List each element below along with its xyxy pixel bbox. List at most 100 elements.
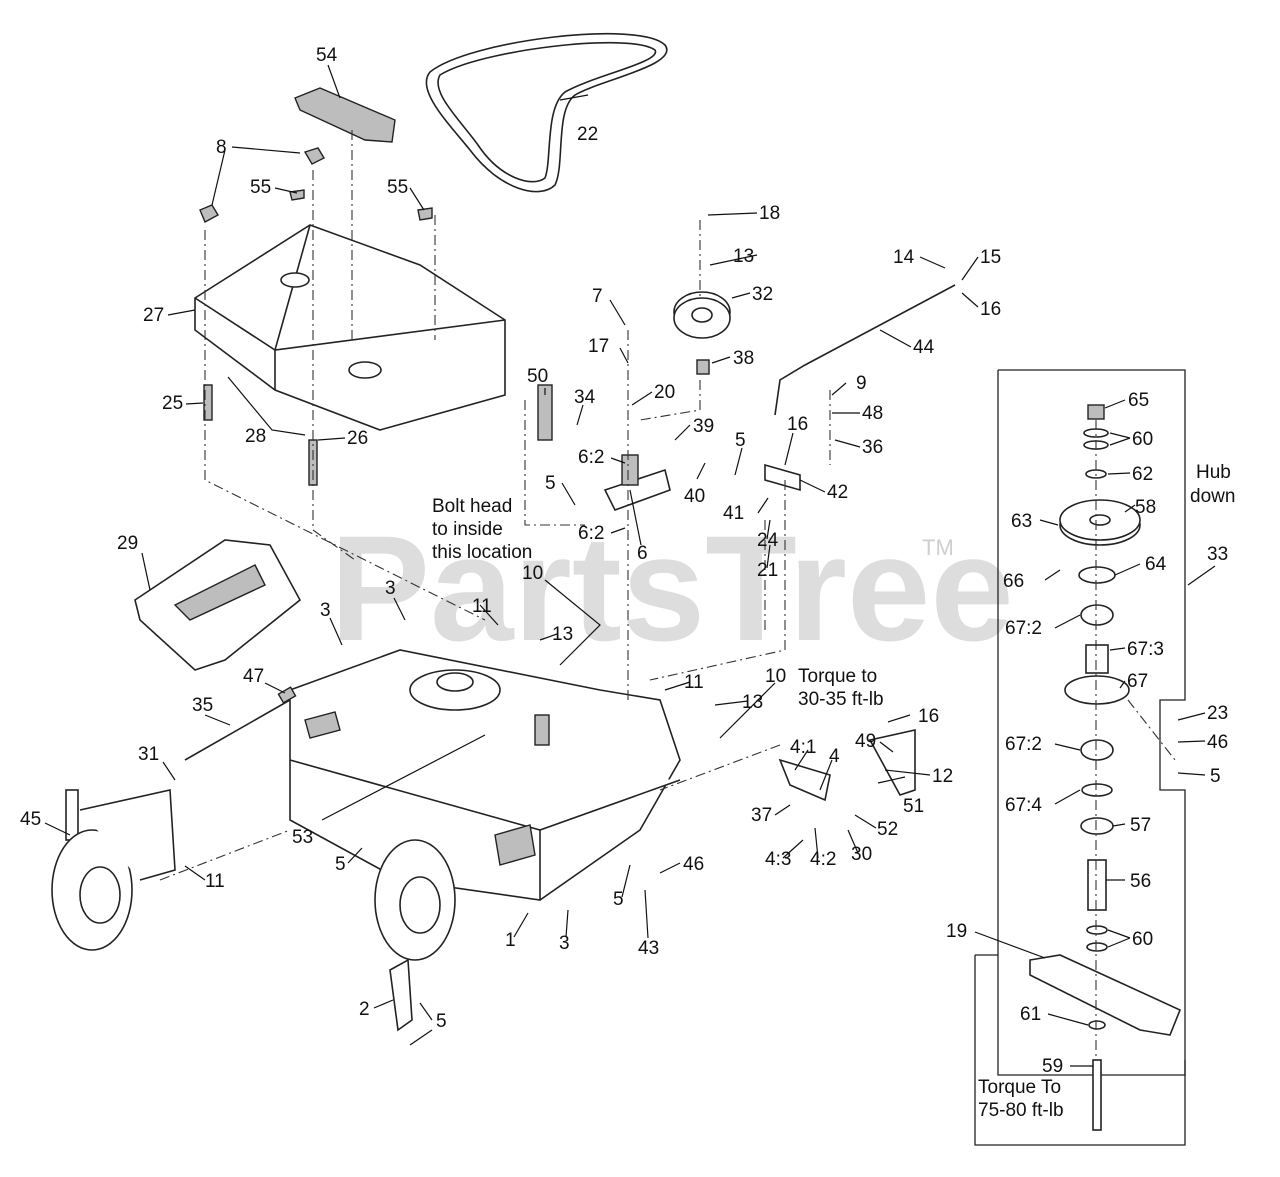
spindle-assembly-frame (997, 369, 1186, 1076)
callout-49: 49 (855, 731, 876, 752)
note-bolt-head-line-3: this location (432, 542, 532, 563)
callout-5-deck-right: 5 (613, 889, 624, 910)
callout-33: 33 (1207, 544, 1228, 565)
callout-2: 2 (359, 999, 370, 1020)
callout-61: 61 (1020, 1004, 1041, 1025)
callout-67-4: 67:4 (1005, 795, 1042, 816)
watermark-trademark: TM (922, 535, 954, 560)
callout-42: 42 (827, 482, 848, 503)
callout-52: 52 (877, 819, 898, 840)
callout-28: 28 (245, 426, 266, 447)
callout-26: 26 (347, 428, 368, 449)
callout-67-2-upper: 67:2 (1005, 618, 1042, 639)
callout-51: 51 (903, 796, 924, 817)
callout-65: 65 (1128, 390, 1149, 411)
callout-58: 58 (1135, 497, 1156, 518)
callout-46-deck: 46 (683, 854, 704, 875)
callout-60-bottom: 60 (1132, 929, 1153, 950)
belt-cover (194, 224, 506, 431)
callout-9: 9 (856, 373, 867, 394)
leader-lines (44, 64, 1216, 1067)
note-torque-30-line-2: 30-35 ft-lb (798, 689, 884, 710)
note-torque-30-line-1: Torque to (798, 666, 877, 687)
callout-31: 31 (138, 744, 159, 765)
callout-6-2-upper: 6:2 (578, 447, 604, 468)
belt (425, 32, 668, 193)
callout-13-top: 13 (733, 246, 754, 267)
callout-13-right: 13 (742, 692, 763, 713)
callout-6: 6 (637, 543, 648, 564)
callout-10-center: 10 (522, 563, 543, 584)
callout-44: 44 (913, 337, 935, 358)
note-torque-75-line-2: 75-80 ft-lb (978, 1100, 1064, 1121)
logo-decal (294, 87, 396, 143)
callout-10-right: 10 (765, 666, 786, 687)
mower-blade (1029, 954, 1182, 1131)
callout-46-spindle: 46 (1207, 732, 1228, 753)
note-bolt-head: Bolt head to inside this location (432, 496, 532, 563)
callout-45: 45 (20, 809, 41, 830)
callout-40: 40 (684, 486, 705, 507)
linkage-rod (774, 284, 956, 416)
callout-60-top: 60 (1132, 429, 1153, 450)
callout-24: 24 (757, 530, 779, 551)
callout-5-deck-left: 5 (335, 854, 346, 875)
callout-43: 43 (638, 938, 659, 959)
callout-54: 54 (316, 45, 338, 66)
callout-5-spindle: 5 (1210, 766, 1221, 787)
note-torque-75-line-1: Torque To (978, 1077, 1061, 1098)
callout-8: 8 (216, 137, 227, 158)
callout-66: 66 (1003, 571, 1024, 592)
callout-63: 63 (1011, 511, 1032, 532)
note-bolt-head-line-1: Bolt head (432, 496, 512, 517)
callout-55-left: 55 (250, 177, 271, 198)
callout-17: 17 (588, 336, 609, 357)
callout-37: 37 (751, 805, 772, 826)
callout-64: 64 (1145, 554, 1167, 575)
callout-36: 36 (862, 437, 883, 458)
blade-frame (974, 954, 1186, 1146)
callout-3-left: 3 (320, 600, 331, 621)
note-hub-down-line-2: down (1190, 486, 1235, 507)
lever-bracket (764, 463, 801, 492)
callout-47: 47 (243, 666, 264, 687)
callout-5-idler: 5 (545, 473, 556, 494)
callout-22: 22 (577, 124, 598, 145)
cover-hardware (199, 147, 433, 486)
callout-27: 27 (143, 305, 164, 326)
bracket-assembly (778, 729, 916, 802)
callout-16-rod: 16 (980, 299, 1001, 320)
mower-deck (289, 649, 681, 901)
callout-39: 39 (693, 416, 714, 437)
callout-53: 53 (292, 827, 313, 848)
callout-34: 34 (574, 387, 596, 408)
callout-labels: 54 22 8 55 55 27 25 28 26 7 17 20 50 34 … (20, 45, 1228, 1077)
callout-1: 1 (505, 930, 516, 951)
right-caster-wheel (374, 839, 456, 961)
callout-18: 18 (759, 203, 780, 224)
callout-3-bottom: 3 (559, 933, 570, 954)
left-caster-wheel (51, 789, 176, 951)
callout-7: 7 (592, 286, 603, 307)
callout-67-2-lower: 67:2 (1005, 734, 1042, 755)
callout-12: 12 (932, 766, 953, 787)
callout-16-bracket-right: 16 (918, 706, 939, 727)
callout-35: 35 (192, 695, 213, 716)
bracket (389, 958, 413, 1032)
callout-5-bracket: 5 (436, 1011, 447, 1032)
callout-4-3: 4:3 (765, 849, 791, 870)
callout-6-2-lower: 6:2 (578, 523, 604, 544)
callout-59: 59 (1042, 1056, 1063, 1077)
callout-55-right: 55 (387, 177, 408, 198)
note-torque-75: Torque To 75-80 ft-lb (978, 1077, 1064, 1121)
callout-32: 32 (752, 284, 773, 305)
callout-21: 21 (757, 560, 778, 581)
callout-19: 19 (946, 921, 967, 942)
alignment-lines (159, 130, 1176, 1060)
spindle-cover (134, 539, 302, 671)
callout-16-bracket: 16 (787, 414, 808, 435)
callout-41: 41 (723, 503, 744, 524)
callout-5-rod: 5 (735, 430, 746, 451)
callout-48: 48 (862, 403, 883, 424)
